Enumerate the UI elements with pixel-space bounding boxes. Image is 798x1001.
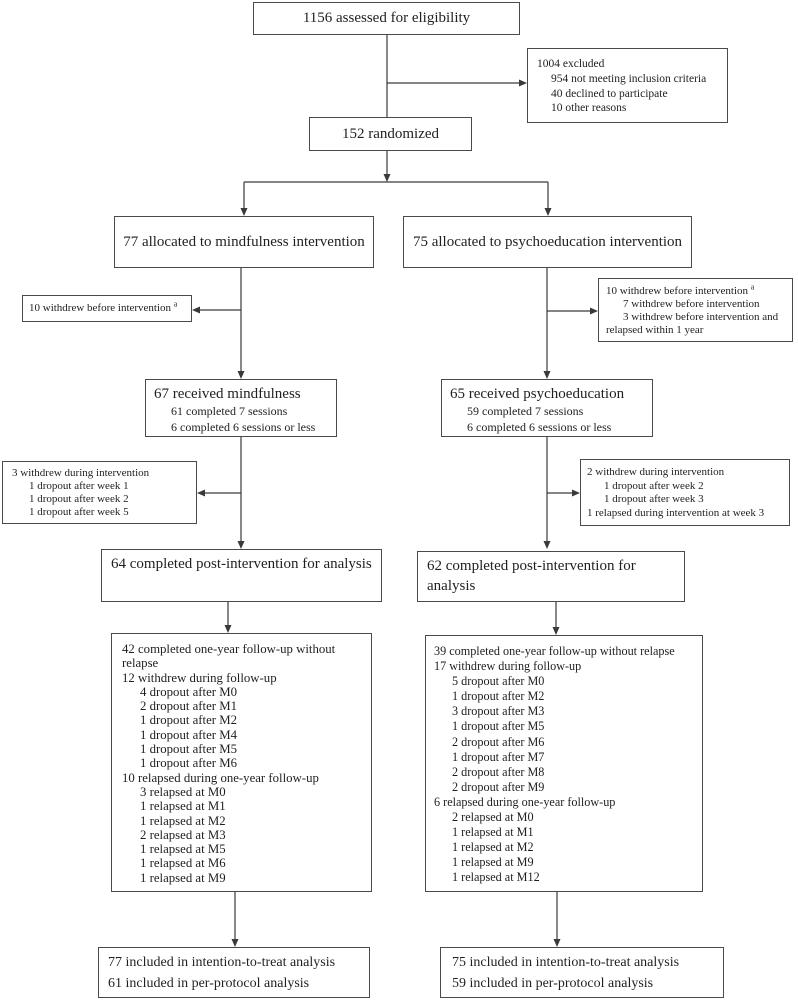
box-randomized: 152 randomized	[309, 117, 472, 151]
text-line: 2 dropout after M6	[452, 734, 545, 749]
text-line: 1 relapsed at M1	[140, 799, 226, 814]
text-line: 2 relapsed at M0	[452, 810, 534, 825]
text-line: 61 completed 7 sessions	[171, 404, 288, 418]
text-line: 2 relapsed at M3	[140, 827, 226, 842]
text-line: 10 other reasons	[551, 102, 627, 115]
text-line: 59 included in per-protocol analysis	[452, 975, 654, 991]
text-line: 1 relapsed at M9	[452, 855, 534, 870]
received-psychoeducation-title: 65 received psychoeducation	[450, 386, 625, 402]
text-line: 3 relapsed at M0	[140, 784, 226, 799]
text-line: 6 relapsed during one-year follow-up	[434, 794, 616, 809]
text-line: 1 dropout after M2	[452, 689, 545, 704]
text-line: 1 relapsed during intervention at week 3	[587, 506, 765, 519]
box-allocated-psychoeducation: 75 allocated to psychoeducation interven…	[403, 216, 692, 268]
box-allocated-mindfulness: 77 allocated to mindfulness intervention	[114, 216, 374, 268]
text-line: 59 completed 7 sessions	[467, 404, 584, 418]
box-analysis-psychoeducation: 75 included in intention-to-treat analys…	[440, 947, 724, 998]
box-excluded: 1004 excluded 954 not meeting inclusion c…	[527, 48, 728, 123]
text-line: 1 relapsed at M6	[140, 856, 226, 871]
text-line: 42 completed one-year follow-up without	[122, 642, 336, 656]
text-line: 1 relapsed at M1	[452, 825, 534, 840]
text-line: 1 dropout after M5	[140, 742, 238, 757]
text-line: 17 withdrew during follow-up	[434, 659, 582, 674]
box-post-intervention-psychoeducation: 62 completed post-intervention for analy…	[417, 551, 685, 602]
text-line: 1 dropout after M2	[140, 713, 238, 728]
text-line: 1 relapsed at M9	[140, 870, 226, 885]
text-line: 2 dropout after M1	[140, 699, 238, 714]
text-line: 6 completed 6 sessions or less	[171, 419, 316, 434]
text-line: 2 dropout after M8	[452, 764, 545, 779]
box-withdrew-before-mindfulness: 10 withdrew before intervention a	[22, 295, 192, 322]
received-mindfulness-title: 67 received mindfulness	[154, 386, 301, 402]
text-line: 1 dropout after week 2	[29, 493, 129, 505]
box-post-intervention-mindfulness: 64 completed post-intervention for analy…	[101, 549, 382, 602]
text-line: 75 included in intention-to-treat analys…	[452, 955, 680, 970]
text-line: 3 withdrew during intervention	[12, 467, 150, 479]
text-line: 1 dropout after week 1	[29, 480, 129, 492]
text-line: 1 dropout after M7	[452, 749, 545, 764]
text-line: 5 dropout after M0	[452, 674, 545, 689]
text-line: 6 completed 6 sessions or less	[467, 419, 612, 434]
box-received-mindfulness: 67 received mindfulness 61 completed 7 s…	[145, 379, 337, 437]
text-line: 3 withdrew before intervention and	[623, 311, 779, 323]
text-line: 1 dropout after week 2	[604, 479, 704, 492]
randomized-text: 152 randomized	[341, 125, 440, 142]
text-line: 954 not meeting inclusion criteria	[551, 72, 707, 85]
text-line: 4 dropout after M0	[140, 684, 238, 699]
text-line: 1004 excluded	[537, 58, 605, 70]
text-line: 2 withdrew during intervention	[587, 466, 725, 478]
text-line: 1 relapsed at M2	[140, 813, 226, 828]
box-followup-psychoeducation: 39 completed one-year follow-up without …	[425, 635, 703, 892]
text-line: 1 dropout after week 5	[29, 506, 129, 518]
post-mindfulness-text: 64 completed post-intervention for analy…	[111, 556, 372, 572]
assessed-text: 1156 assessed for eligibility	[302, 10, 471, 26]
text-line: relapse	[122, 656, 159, 671]
allocated-psychoeducation-text: 75 allocated to psychoeducation interven…	[412, 233, 683, 250]
text-line: 77 included in intention-to-treat analys…	[108, 955, 336, 970]
footnote-marker: a	[173, 299, 178, 309]
text-line: 39 completed one-year follow-up without …	[434, 644, 675, 658]
box-received-psychoeducation: 65 received psychoeducation 59 completed…	[441, 379, 653, 437]
post-psychoeducation-text: 62 completed post-intervention for analy…	[427, 558, 636, 594]
text-line: 1 relapsed at M5	[140, 842, 226, 857]
text-line: 12 withdrew during follow-up	[122, 670, 277, 685]
text-line: relapsed within 1 year	[606, 324, 704, 336]
text-line: 10 withdrew before intervention a	[606, 282, 755, 297]
text-line: 40 declined to participate	[551, 87, 668, 100]
text-line: 10 relapsed during one-year follow-up	[122, 770, 319, 785]
text-line: 10 withdrew before intervention a	[29, 299, 178, 314]
box-analysis-mindfulness: 77 included in intention-to-treat analys…	[98, 947, 370, 998]
box-assessed-eligibility: 1156 assessed for eligibility	[253, 2, 520, 35]
text-line: 1 dropout after M6	[140, 756, 238, 771]
footnote-marker: a	[750, 282, 755, 292]
text-line: 7 withdrew before intervention	[623, 298, 760, 310]
text-line: 1 dropout after M5	[452, 719, 545, 734]
text-line: 1 dropout after M4	[140, 727, 238, 742]
text-line: 1 relapsed at M12	[452, 870, 540, 885]
text-line: 61 included in per-protocol analysis	[108, 975, 310, 991]
text-line: 3 dropout after M3	[452, 704, 545, 719]
text-line: 1 dropout after week 3	[604, 493, 704, 505]
text-line: 1 relapsed at M2	[452, 840, 534, 855]
text-line: 2 dropout after M9	[452, 779, 545, 794]
allocated-mindfulness-text: 77 allocated to mindfulness intervention	[123, 233, 365, 250]
